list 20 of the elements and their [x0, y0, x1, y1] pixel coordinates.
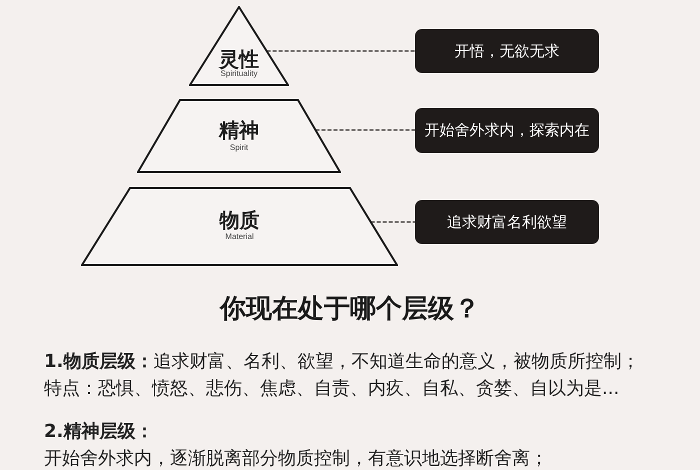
- leader-line: [316, 129, 415, 131]
- description-box: 追求财富名利欲望: [415, 200, 599, 244]
- text-line: 特点：恐惧、愤怒、悲伤、焦虑、自责、内疚、自私、贪婪、自以为是...: [44, 379, 620, 399]
- tier-subtitle: Spirit: [230, 144, 248, 152]
- pyramid-tier: [81, 187, 398, 266]
- leader-line: [266, 50, 415, 52]
- description-box: 开始舍外求内，探索内在: [415, 108, 599, 153]
- tier-label: 灵性: [219, 49, 259, 69]
- heading: 你现在处于哪个层级？: [220, 294, 480, 324]
- tier-label: 精神: [219, 120, 259, 140]
- tier-label: 物质: [220, 210, 260, 230]
- text-line: 开始舍外求内，逐渐脱离部分物质控制，有意识地选择断舍离；: [44, 449, 548, 469]
- description-box: 开悟，无欲无求: [415, 29, 599, 73]
- leader-line: [370, 221, 415, 223]
- pyramid-tier: [137, 99, 341, 173]
- text-line: 1.物质层级：追求财富、名利、欲望，不知道生命的意义，被物质所控制；: [44, 352, 640, 372]
- pyramid-tier: [189, 6, 289, 86]
- tier-subtitle: Material: [225, 233, 254, 241]
- tier-subtitle: Spirituality: [220, 70, 258, 78]
- text-line: 2.精神层级：: [44, 422, 154, 442]
